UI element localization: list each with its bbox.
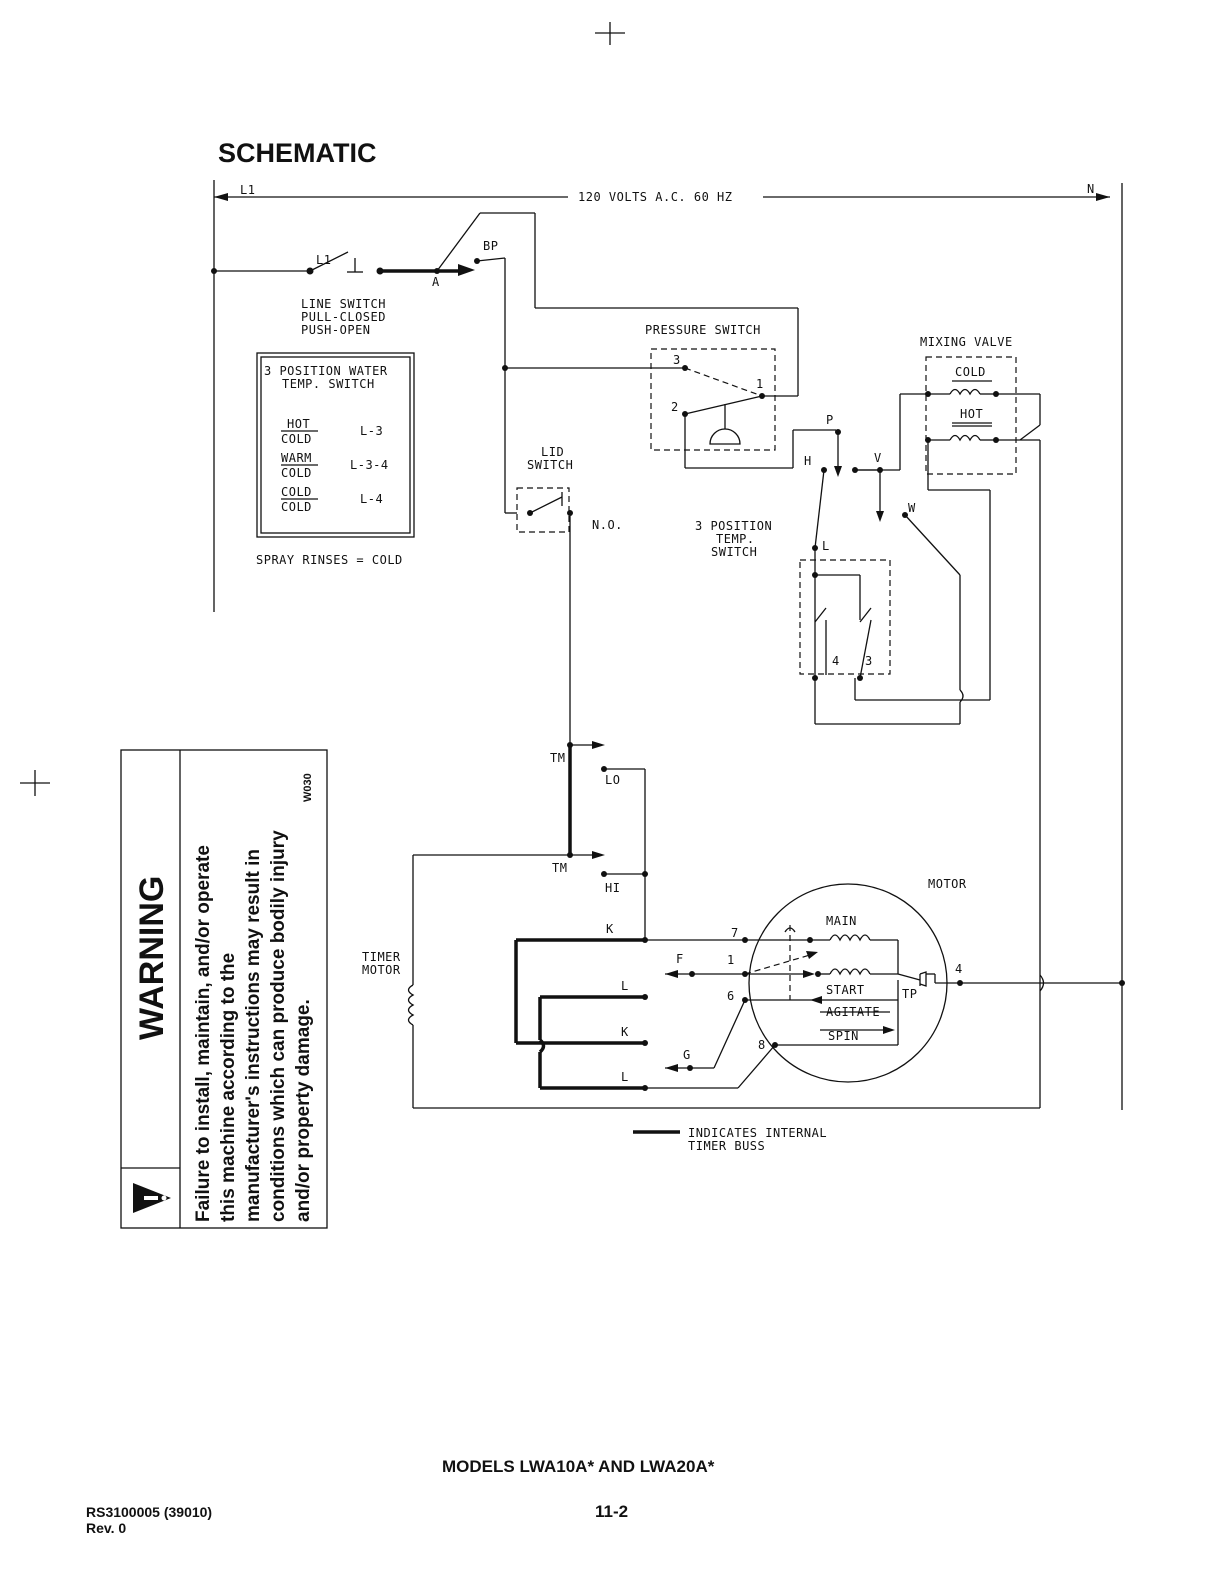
motor-t7-label: 7 [731,926,739,940]
svg-text:WARM: WARM [281,451,312,465]
l1-supply-label: L1 [240,183,255,197]
pressure-switch [502,308,836,469]
timer-k-label-1: K [606,922,614,936]
supply-rails [211,180,1123,1110]
warning-line-1: Failure to install, maintain, and/or ope… [193,845,214,1222]
timer-f-label: F [676,952,684,966]
timer-tm-label-1: TM [550,751,565,765]
footer-doc-number: RS3100005 (39010) [86,1504,212,1520]
motor-main-label: MAIN [826,914,857,928]
motor-t6-label: 6 [727,989,735,1003]
line-switch-bp-label: BP [483,239,498,253]
svg-text:COLD: COLD [281,500,312,514]
drive-motor [744,883,1125,1083]
pressure-switch-label: PRESSURE SWITCH [645,323,761,337]
water-temp-row-cold: COLD COLD L-4 [281,485,383,514]
motor-t4-label: 4 [955,962,963,976]
svg-text:COLD: COLD [281,432,312,446]
lid-switch-label-2: SWITCH [527,458,573,472]
svg-text:COLD: COLD [281,485,312,499]
warning-line-3: manufacturer's instructions may result i… [243,849,264,1222]
mixing-valve-label: MIXING VALVE [920,335,1013,349]
neutral-label: N [1087,182,1095,196]
temp-switch-v-label: V [874,451,882,465]
temp-switch-label-2: TEMP. [716,532,755,546]
temp-switch-l-label: L [822,539,830,553]
temp-switch [799,429,964,725]
mixing-valve-cold-label: COLD [955,365,986,379]
temp-switch-p-label: P [826,413,834,427]
water-temp-title-1: 3 POSITION WATER [264,364,388,378]
water-temp-title-2: TEMP. SWITCH [282,377,375,391]
pressure-switch-t2: 2 [671,400,679,414]
mixing-valve [854,356,1041,963]
timer-k-label-2: K [621,1025,629,1039]
motor-t8-label: 8 [758,1038,766,1052]
warning-line-2: this machine according to the [218,953,239,1222]
motor-agitate-label: AGITATE [826,1005,880,1019]
line-switch-l1-label: L1 [316,253,331,267]
svg-text:L-4: L-4 [360,492,383,506]
pressure-switch-t3: 3 [673,353,681,367]
lid-switch-label-1: LID [541,445,564,459]
footer-revision: Rev. 0 [86,1520,126,1536]
line-switch-caption-1: LINE SWITCH [301,297,386,311]
timer-tm-label-2: TM [552,861,567,875]
temp-switch-w-label: W [908,501,916,515]
temp-switch-t3-label: 3 [865,654,873,668]
temp-switch-t4-label: 4 [832,654,840,668]
line-switch-caption-3: PUSH-OPEN [301,323,371,337]
lid-switch [505,487,573,745]
water-temp-row-warm: WARM COLD L-3-4 [281,451,389,480]
voltage-label: 120 VOLTS A.C. 60 HZ [578,190,733,204]
line-switch-caption-2: PULL-CLOSED [301,310,386,324]
temp-switch-h-label: H [804,454,812,468]
water-temp-table [256,352,415,538]
motor-label: MOTOR [928,877,967,891]
svg-text:HOT: HOT [287,417,310,431]
temp-switch-label-3: SWITCH [711,545,757,559]
registration-marks [20,22,625,796]
legend-line-1: INDICATES INTERNAL [688,1126,827,1140]
warning-triangle-icon [133,1183,171,1213]
svg-text:L-3: L-3 [360,424,383,438]
svg-text:COLD: COLD [281,466,312,480]
line-switch-a-label: A [432,275,440,289]
pressure-switch-t1: 1 [756,377,764,391]
warning-line-4: conditions which can produce bodily inju… [268,830,289,1222]
motor-start-label: START [826,983,865,997]
motor-spin-label: SPIN [828,1029,859,1043]
timer-motor-label-2: MOTOR [362,963,401,977]
legend-line-2: TIMER BUSS [688,1139,765,1153]
lid-switch-no-label: N.O. [592,518,623,532]
mixing-valve-hot-label: HOT [960,407,983,421]
timer-lo-label: LO [605,773,620,787]
temp-switch-label-1: 3 POSITION [695,519,772,533]
warning-label: WARNING Failure to install, maintain, an… [120,749,328,1229]
motor-t1-label: 1 [727,953,735,967]
warning-heading: WARNING [133,876,171,1040]
timer-l-label-1: L [621,979,629,993]
spray-rinses-note: SPRAY RINSES = COLD [256,553,403,567]
warning-code: W030 [302,773,314,802]
timer-g-label: G [683,1048,691,1062]
timer-hi-label: HI [605,881,620,895]
page-title: SCHEMATIC [218,138,377,168]
footer-page-number: 11-2 [595,1502,628,1521]
timer-motor-label-1: TIMER [362,950,401,964]
timer-l-label-2: L [621,1070,629,1084]
line-switch [306,212,798,513]
timer-contacts [407,741,1041,1109]
motor-tp-label: TP [902,987,917,1001]
warning-line-5: and/or property damage. [293,999,314,1222]
footer-models: MODELS LWA10A* AND LWA20A* [442,1457,715,1476]
svg-text:L-3-4: L-3-4 [350,458,389,472]
water-temp-row-hot: HOT COLD L-3 [281,417,383,446]
